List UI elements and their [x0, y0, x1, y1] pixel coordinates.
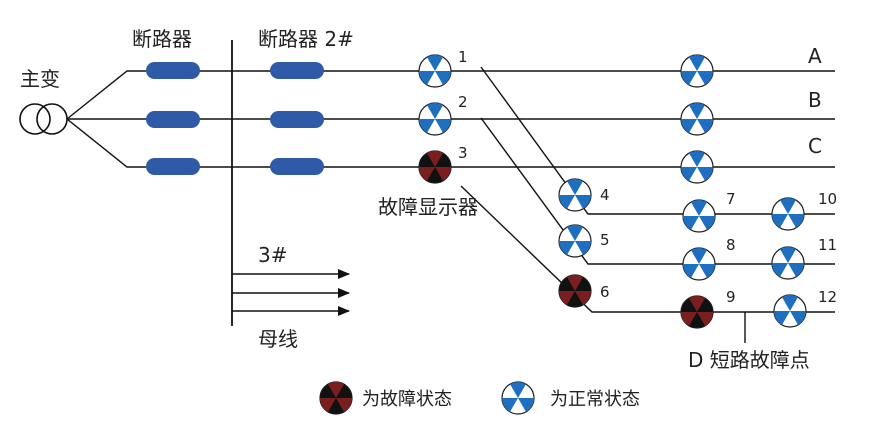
legend-fault-label: 为故障状态 — [362, 389, 452, 410]
short-circuit-label: D 短路故障点 — [688, 348, 810, 372]
indicator-number-1: 1 — [458, 48, 468, 66]
indicator-4-icon — [558, 178, 592, 212]
indicator-line-a-icon — [680, 54, 714, 88]
indicator-line-b-icon — [680, 102, 714, 136]
indicator-number-7: 7 — [726, 190, 736, 208]
line-a-label: A — [808, 44, 822, 68]
indicator-legend-fault-icon — [319, 381, 353, 415]
fault-indicator-group — [319, 54, 807, 415]
branch-wire-5 — [480, 117, 835, 265]
indicator-9-icon — [680, 295, 714, 329]
indicator-6-icon — [558, 274, 592, 308]
indicator-5-icon — [558, 224, 592, 258]
indicator-line-c-icon — [680, 150, 714, 184]
breaker-2-middle — [270, 111, 324, 128]
breaker-1-bottom — [146, 158, 200, 175]
indicator-12-icon — [773, 294, 807, 328]
indicator-number-5: 5 — [600, 231, 610, 249]
indicator-11-icon — [771, 246, 805, 280]
indicator-number-2: 2 — [458, 93, 468, 111]
indicator-7-icon — [682, 199, 716, 233]
indicator-number-6: 6 — [600, 283, 610, 301]
indicator-1-icon — [418, 54, 452, 88]
breaker-2-bottom — [270, 158, 324, 175]
indicator-number-3: 3 — [458, 144, 468, 162]
feeder-wire-top — [66, 70, 835, 120]
indicator-number-4: 4 — [600, 186, 610, 204]
line-c-label: C — [808, 134, 822, 158]
feeder-wire-bottom — [66, 118, 835, 168]
indicator-legend-normal-icon — [501, 381, 535, 415]
branch-wire-4 — [480, 66, 835, 215]
fault-indicator-label: 故障显示器 — [378, 195, 478, 219]
indicator-number-8: 8 — [726, 236, 736, 254]
indicator-number-12: 12 — [818, 288, 837, 306]
indicator-3-icon — [418, 150, 452, 184]
indicator-number-11: 11 — [818, 236, 837, 254]
bus-label: 母线 — [258, 327, 298, 351]
indicator-8-icon — [682, 247, 716, 281]
breaker-label: 断路器 — [132, 27, 192, 51]
breaker-2-label: 断路器 2# — [258, 27, 354, 51]
indicator-2-icon — [418, 102, 452, 136]
indicator-number-9: 9 — [726, 288, 736, 306]
line-b-label: B — [808, 88, 822, 112]
bus-number-label: 3# — [258, 243, 287, 267]
breaker-1-middle — [146, 111, 200, 128]
main-transformer-symbol — [19, 103, 68, 135]
transformer-label: 主变 — [20, 67, 60, 91]
indicator-10-icon — [771, 197, 805, 231]
indicator-number-10: 10 — [818, 190, 837, 208]
branch-wire-6 — [460, 185, 835, 313]
breaker-2-top — [270, 62, 324, 79]
legend-normal-label: 为正常状态 — [550, 389, 640, 410]
breaker-1-top — [146, 62, 200, 79]
